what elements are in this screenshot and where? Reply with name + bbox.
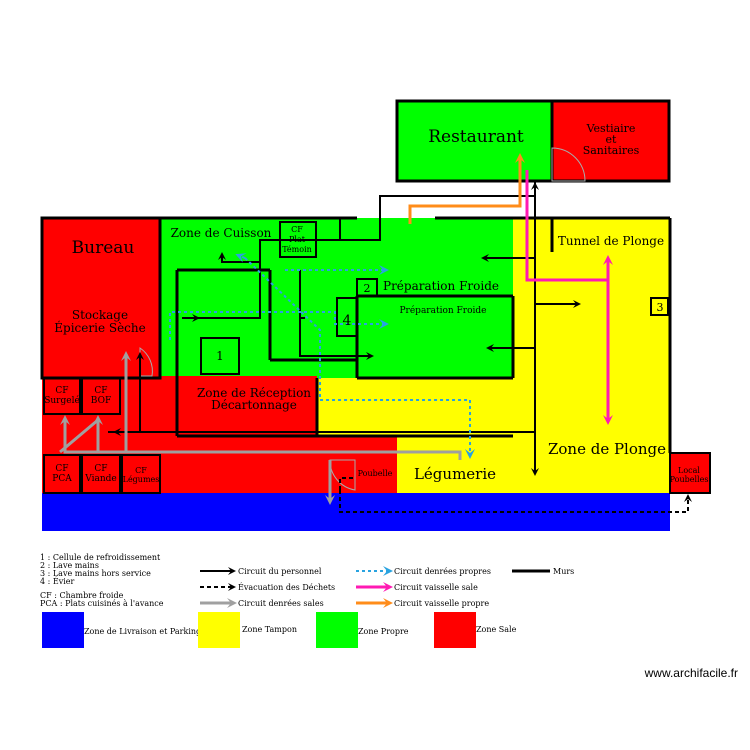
circuit-personnel — [108, 181, 581, 476]
label-vestiaire-3: Sanitaires — [583, 144, 640, 157]
label-num-1: 1 — [216, 349, 224, 363]
zone-sale-local-poubelles — [670, 453, 710, 493]
notes: 1 : Cellule de refroidissement 2 : Lave … — [40, 553, 164, 608]
svg-text:Zone Sale: Zone Sale — [476, 625, 517, 634]
svg-text:Zone Tampon: Zone Tampon — [242, 625, 297, 634]
label-cf-bof-2: BOF — [91, 396, 111, 406]
label-stockage-1: Stockage — [72, 308, 128, 322]
svg-text:PCA : Plats cuisinés à l'avanc: PCA : Plats cuisinés à l'avance — [40, 599, 164, 608]
label-num-4: 4 — [343, 313, 352, 329]
svg-text:CF : Chambre froide: CF : Chambre froide — [40, 591, 124, 600]
circuit-vaisselle-sale — [525, 170, 613, 425]
label-cf-pca-1: CF — [55, 464, 68, 474]
label-zone-reception-1: Zone de Réception — [197, 386, 311, 400]
label-poubelle: Poubelle — [358, 469, 393, 478]
label-cf-legumes-2: Légumes — [123, 475, 160, 484]
label-zone-reception-2: Décartonnage — [211, 398, 297, 412]
svg-text:Zone Propre: Zone Propre — [358, 627, 409, 636]
label-restaurant: Restaurant — [428, 127, 524, 147]
legend-circuits: Circuit du personnel Évacuation des Déch… — [200, 566, 574, 608]
label-cf-surgele-2: Surgelé — [44, 395, 80, 406]
svg-text:Circuit vaisselle propre: Circuit vaisselle propre — [394, 599, 489, 608]
label-local-poubelles-2: Poubelles — [670, 475, 709, 484]
label-cf-surgele-1: CF — [55, 386, 68, 396]
label-num-2: 2 — [364, 282, 371, 295]
label-num-3: 3 — [657, 301, 664, 314]
circuit-vaisselle-propre — [408, 153, 525, 224]
zone-sale-reception — [42, 376, 317, 436]
svg-text:Circuit denrées sales: Circuit denrées sales — [238, 599, 324, 608]
label-cf-plat-3: Témoin — [282, 245, 312, 254]
label-cf-legumes-1: CF — [135, 466, 147, 475]
label-local-poubelles-1: Local — [678, 466, 700, 475]
walls — [40, 99, 711, 494]
svg-text:Évacuation des Déchets: Évacuation des Déchets — [238, 583, 335, 592]
label-legumerie: Légumerie — [414, 465, 496, 483]
label-vestiaire-1: Vestiaire — [586, 122, 636, 135]
label-prep-froide-1: Préparation Froide — [383, 279, 499, 293]
zone-sale-vestiaire — [552, 101, 669, 181]
circuit-denrees-propres — [169, 253, 475, 459]
label-bureau: Bureau — [72, 238, 135, 258]
circuit-denrees-sales — [59, 351, 462, 505]
svg-text:1 : Cellule de refroidissement: 1 : Cellule de refroidissement — [40, 553, 161, 562]
label-zone-cuisson: Zone de Cuisson — [171, 226, 272, 240]
svg-text:Circuit denrées propres: Circuit denrées propres — [394, 567, 491, 576]
label-vestiaire-2: et — [606, 133, 618, 146]
label-tunnel-plonge: Tunnel de Plonge — [558, 234, 664, 248]
label-stockage-2: Épicerie Sèche — [54, 320, 145, 335]
svg-text:Murs: Murs — [553, 567, 574, 576]
legend-zones: Zone de Livraison et Parking Zone Tampon… — [42, 612, 517, 648]
label-cf-plat-2: Plat — [289, 235, 306, 244]
svg-text:Circuit vaisselle sale: Circuit vaisselle sale — [394, 583, 478, 592]
svg-text:3 : Lave mains hors service: 3 : Lave mains hors service — [40, 569, 151, 578]
label-cf-viande-2: Viande — [84, 474, 116, 484]
circuit-dechets — [339, 477, 692, 513]
zone-sale-bottom — [42, 436, 397, 493]
zone-tampon-right — [512, 218, 670, 493]
svg-text:Zone de Livraison et Parking: Zone de Livraison et Parking — [84, 627, 201, 636]
label-cf-viande-1: CF — [94, 464, 107, 474]
label-prep-froide-2: Préparation Froide — [400, 305, 487, 316]
svg-text:2 : Lave mains: 2 : Lave mains — [40, 561, 99, 570]
label-cf-bof-1: CF — [94, 386, 107, 396]
watermark: www.archifacile.fr — [644, 666, 738, 680]
label-zone-plonge: Zone de Plonge — [548, 440, 666, 458]
svg-text:Circuit du personnel: Circuit du personnel — [238, 567, 322, 576]
label-cf-plat-1: CF — [291, 225, 303, 234]
zone-propre-restaurant — [397, 101, 552, 181]
label-cf-pca-2: PCA — [52, 474, 72, 484]
svg-text:4 : Évier: 4 : Évier — [40, 577, 75, 586]
